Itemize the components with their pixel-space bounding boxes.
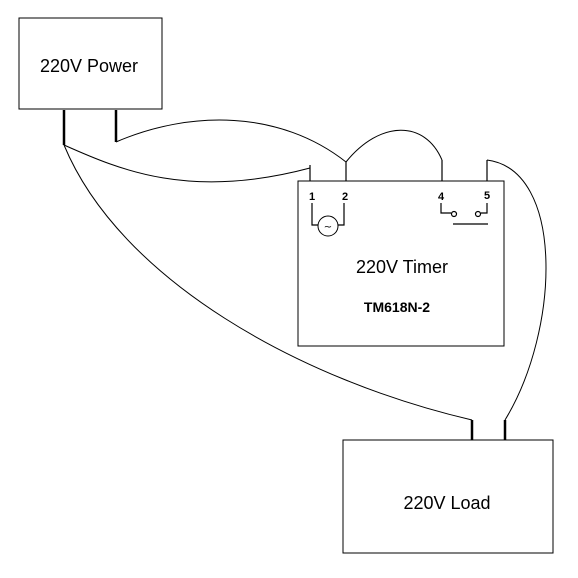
load-box bbox=[342, 439, 554, 554]
pin-label-5: 5 bbox=[484, 190, 490, 202]
wire-timer-pin2-to-pin4 bbox=[345, 129, 443, 163]
motor-tilde: ~ bbox=[324, 222, 332, 233]
wire-power-to-timer-pin1 bbox=[63, 144, 311, 183]
motor-circuit: ~ bbox=[311, 203, 345, 237]
timer-model: TM618N-2 bbox=[364, 299, 430, 315]
power-label: 220V Power bbox=[40, 56, 138, 76]
wires bbox=[63, 119, 547, 421]
wire-power-to-timer-pin2 bbox=[115, 119, 347, 163]
wire-power-to-load bbox=[63, 144, 473, 421]
pin-label-1: 1 bbox=[309, 191, 315, 203]
motor-symbol bbox=[317, 215, 339, 237]
load-label: 220V Load bbox=[403, 493, 490, 513]
power-box bbox=[18, 17, 163, 110]
pin-label-4: 4 bbox=[438, 191, 445, 203]
pin-label-2: 2 bbox=[342, 191, 348, 203]
wire-timer-pin5-to-load bbox=[486, 159, 547, 421]
timer-box bbox=[297, 180, 505, 347]
timer-block: 220V Timer TM618N-2 1 2 4 5 ~ bbox=[297, 160, 505, 347]
power-block: 220V Power bbox=[18, 17, 163, 145]
switch-contact bbox=[440, 203, 488, 225]
timer-label: 220V Timer bbox=[356, 257, 448, 277]
load-block: 220V Load bbox=[342, 420, 554, 554]
